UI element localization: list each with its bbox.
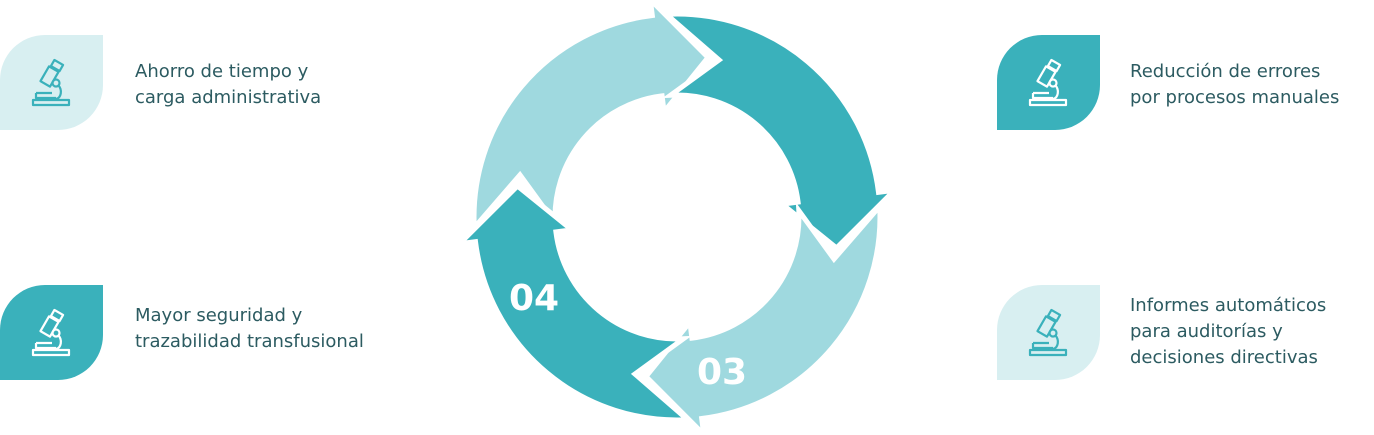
benefit-1-label: Ahorro de tiempo y carga administrativa xyxy=(135,61,322,108)
cycle-arrow-2 xyxy=(660,11,902,252)
benefit-2-badge xyxy=(0,285,103,380)
cycle-arrow-4 xyxy=(452,182,694,423)
benefit-1-badge xyxy=(0,35,103,130)
benefit-3-label: Reducción de errores por procesos manual… xyxy=(1130,61,1340,108)
step-3-number: 03 xyxy=(697,352,747,393)
cycle-arrow-3 xyxy=(642,200,883,435)
step-4-number: 04 xyxy=(509,278,559,319)
benefit-3-badge xyxy=(997,35,1100,130)
benefit-2-label: Mayor seguridad y trazabilidad transfusi… xyxy=(135,305,364,352)
benefit-4-label: Informes automáticos para auditorías y d… xyxy=(1130,295,1327,368)
cycle-arrow-1 xyxy=(471,0,712,234)
benefit-4-badge xyxy=(997,285,1100,380)
